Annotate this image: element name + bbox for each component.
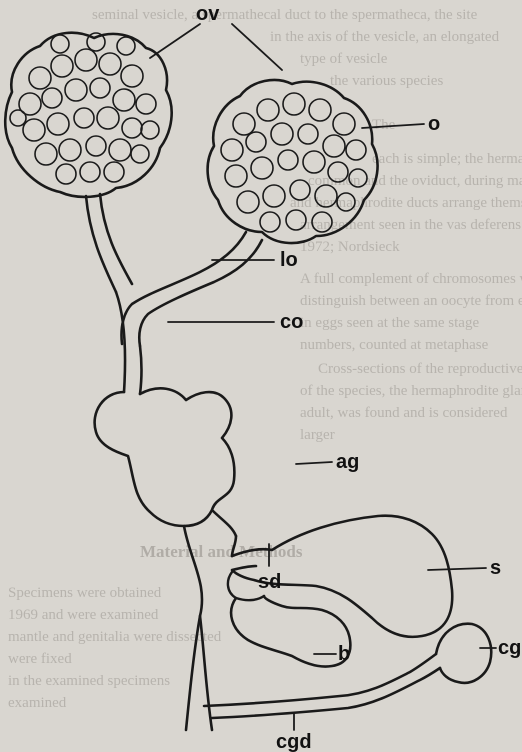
label-ag: ag <box>336 451 359 473</box>
label-ov: ov <box>196 3 220 25</box>
spermoviduct <box>184 510 236 730</box>
label-o: o <box>428 113 440 135</box>
label-s: s <box>490 557 501 579</box>
ovotestis-left <box>5 33 171 197</box>
label-cgd: cgd <box>276 731 312 752</box>
label-b: b <box>338 643 350 665</box>
common-duct-right <box>140 346 142 394</box>
bursa <box>231 596 350 667</box>
right-lobular-duct-inner <box>139 240 262 346</box>
label-sd: sd <box>258 571 281 593</box>
label-co: co <box>280 311 303 333</box>
label-lo: lo <box>280 249 298 271</box>
common-genital-duct <box>200 616 440 730</box>
ovotestis-right <box>208 80 378 243</box>
albumen-gland <box>95 388 235 526</box>
label-cg: cg <box>498 637 521 659</box>
copulatory-gland <box>436 624 491 683</box>
ovotestis-left-acini <box>10 33 159 184</box>
ovotestis-right-acini <box>221 93 367 232</box>
